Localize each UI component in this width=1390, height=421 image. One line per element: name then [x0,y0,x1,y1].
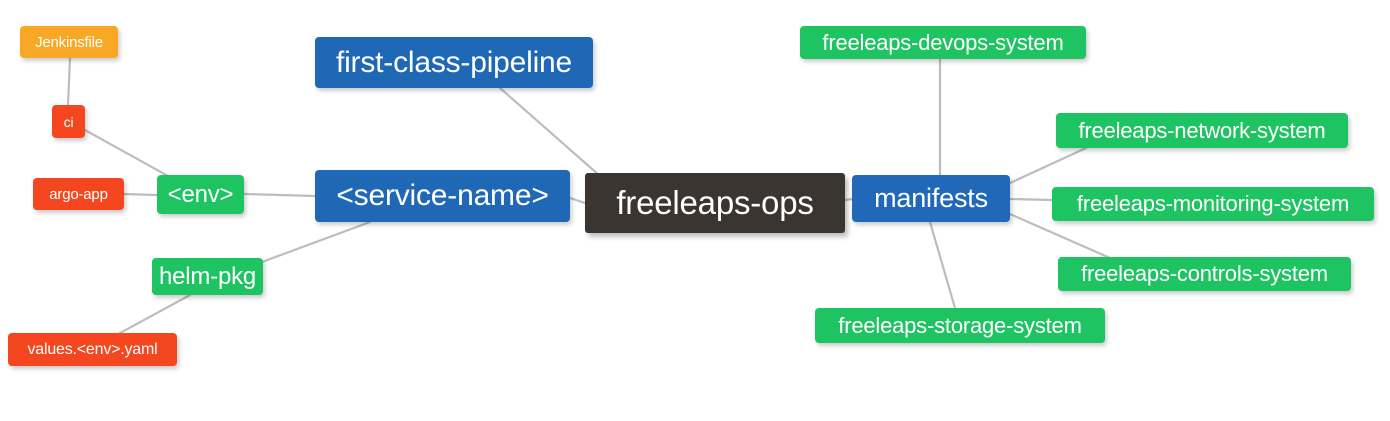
node-label: freeleaps-controls-system [1081,261,1328,286]
node-label: manifests [874,183,988,213]
node-label: helm-pkg [158,262,257,290]
node-jenkinsfile[interactable]: Jenkinsfile [20,26,118,58]
node-label: ci [63,113,74,130]
node-manifests[interactable]: manifests [852,175,1010,222]
node-values-env-yaml[interactable]: values.<env>.yaml [8,333,177,366]
node-freeleaps-ops[interactable]: freeleaps-ops [585,173,845,233]
node-freeleaps-devops-system[interactable]: freeleaps-devops-system [800,26,1086,59]
edge-manifests-network-system [1008,146,1088,185]
edge-service-name-helm-pkg [260,220,372,264]
edge-env-ci [83,128,170,178]
node-ci[interactable]: ci [52,105,85,138]
node-freeleaps-controls-system[interactable]: freeleaps-controls-system [1058,257,1351,291]
node-label: freeleaps-monitoring-system [1076,191,1350,216]
node-helm-pkg[interactable]: helm-pkg [152,258,263,295]
edge-ops-first-class-pipeline [498,86,602,178]
node-service-name[interactable]: <service-name> [315,170,570,222]
node-label: first-class-pipeline [335,45,573,79]
node-label: <env> [167,180,234,208]
node-label: values.<env>.yaml [27,340,158,358]
edge-service-name-env [243,192,317,198]
node-argo-app[interactable]: argo-app [33,178,124,210]
node-label: freeleaps-storage-system [838,312,1082,338]
node-label: freeleaps-devops-system [822,29,1064,55]
node-label: Jenkinsfile [35,33,103,51]
edge-manifests-monitoring-system [1008,197,1054,202]
node-label: freeleaps-ops [616,184,814,221]
edge-helm-pkg-values-yaml [118,293,192,335]
edge-manifests-storage-system [928,220,957,310]
edge-ci-jenkinsfile [66,56,72,107]
node-freeleaps-storage-system[interactable]: freeleaps-storage-system [815,308,1105,343]
node-label: freeleaps-network-system [1078,117,1326,143]
edge-env-argo-app [122,192,159,197]
node-freeleaps-network-system[interactable]: freeleaps-network-system [1056,113,1348,148]
node-label: argo-app [49,185,108,203]
node-freeleaps-monitoring-system[interactable]: freeleaps-monitoring-system [1052,187,1374,221]
node-label: <service-name> [336,179,549,212]
edge-ops-service-name [568,196,587,205]
node-first-class-pipeline[interactable]: first-class-pipeline [315,37,593,88]
node-env[interactable]: <env> [157,175,244,214]
